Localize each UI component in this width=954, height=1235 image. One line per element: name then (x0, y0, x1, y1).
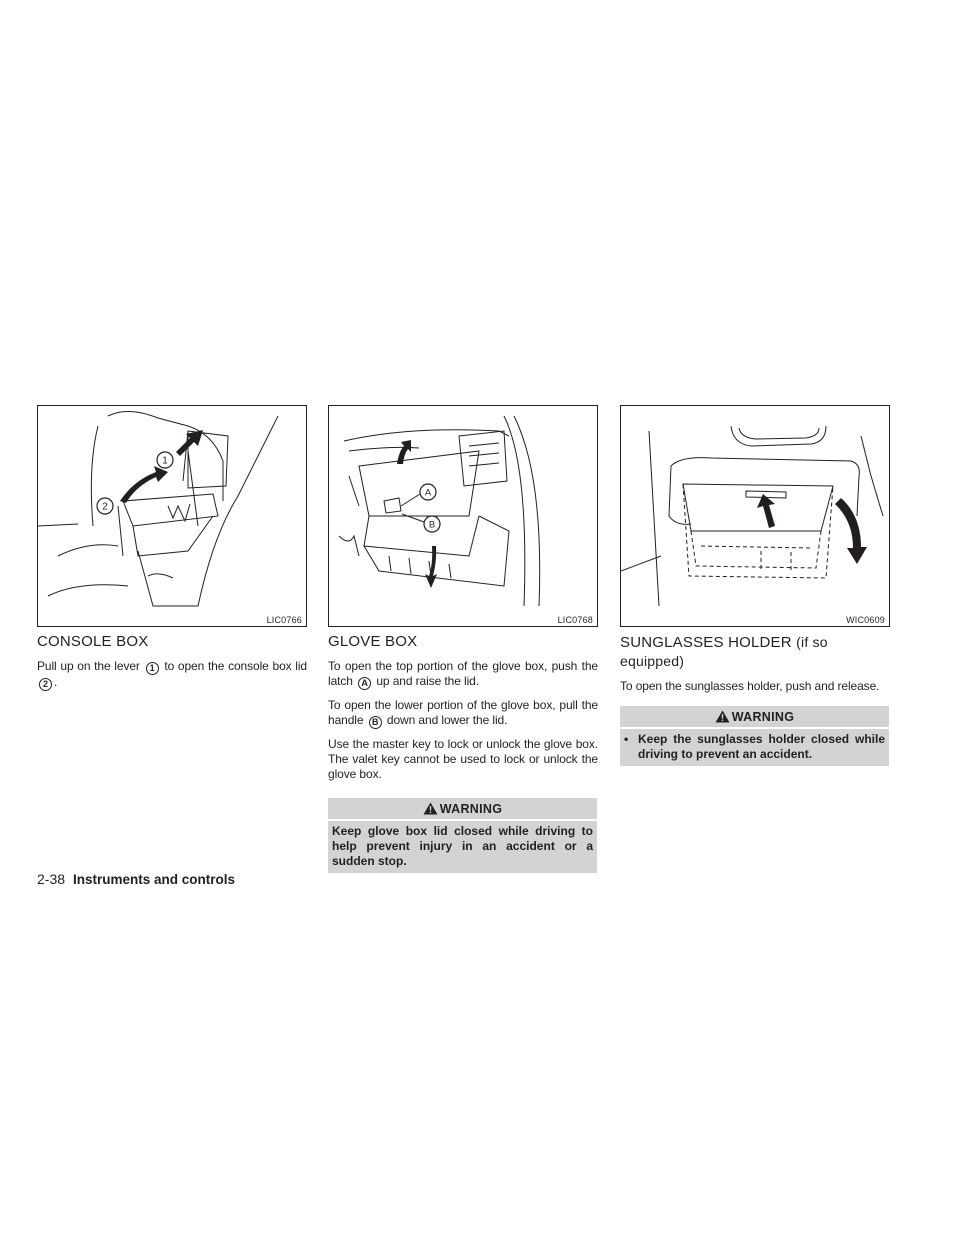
callout-1: 1 (162, 456, 168, 467)
warning-title: WARNING (620, 706, 889, 727)
glove-box-section: A B LIC0768 GLOVE BOX To open the top po… (328, 405, 598, 873)
callout-B: B (429, 520, 435, 531)
paragraph: To open the top portion of the glove box… (328, 659, 598, 690)
callout-ref: 2 (39, 678, 52, 691)
callout-A: A (425, 488, 432, 499)
warning-triangle-icon (715, 710, 730, 723)
callout-ref: B (368, 716, 382, 729)
bullet: • (624, 732, 629, 746)
section-title: Instruments and controls (73, 872, 236, 887)
section-heading: SUNGLASSES HOLDER (if so equipped) (620, 634, 828, 669)
section-heading: CONSOLE BOX (37, 633, 149, 650)
warning-title: WARNING (328, 798, 597, 819)
warning-text: Keep glove box lid closed while driving … (328, 819, 597, 869)
callout-2: 2 (102, 502, 108, 513)
paragraph: To open the lower portion of the glove b… (328, 698, 598, 729)
page-number: 2-38 (37, 871, 66, 887)
sunglasses-holder-section: WIC0609 SUNGLASSES HOLDER (if so equippe… (620, 405, 890, 766)
console-box-illustration: 1 2 LIC0766 (37, 405, 307, 627)
paragraph: To open the sunglasses holder, push and … (620, 679, 880, 693)
warning-triangle-icon (423, 802, 438, 815)
console-box-section: 1 2 LIC0766 CONSOLE BOX Pull up on the l… (37, 405, 307, 691)
figure-code: LIC0766 (266, 615, 302, 625)
callout-ref: A (358, 677, 372, 690)
page-footer: 2-38 Instruments and controls (37, 871, 235, 887)
sunglasses-holder-drawing (621, 425, 884, 607)
warning-text: • Keep the sunglasses holder closed whil… (620, 727, 889, 762)
section-heading: GLOVE BOX (328, 633, 418, 650)
warning-box: WARNING • Keep the sunglasses holder clo… (620, 706, 889, 766)
sunglasses-holder-illustration: WIC0609 (620, 405, 890, 627)
bullet-text: Keep the sunglasses holder closed while … (638, 732, 885, 761)
callout-ref: 1 (145, 662, 159, 675)
glove-box-drawing: A B (338, 415, 541, 607)
glove-box-illustration: A B LIC0768 (328, 405, 598, 627)
paragraph: Use the master key to lock or unlock the… (328, 737, 598, 781)
figure-code: LIC0768 (557, 615, 593, 625)
console-box-drawing: 1 2 (38, 411, 279, 607)
warning-box: WARNING Keep glove box lid closed while … (328, 798, 597, 873)
paragraph: Pull up on the lever 1 to open the conso… (37, 659, 308, 691)
figure-code: WIC0609 (846, 615, 885, 625)
